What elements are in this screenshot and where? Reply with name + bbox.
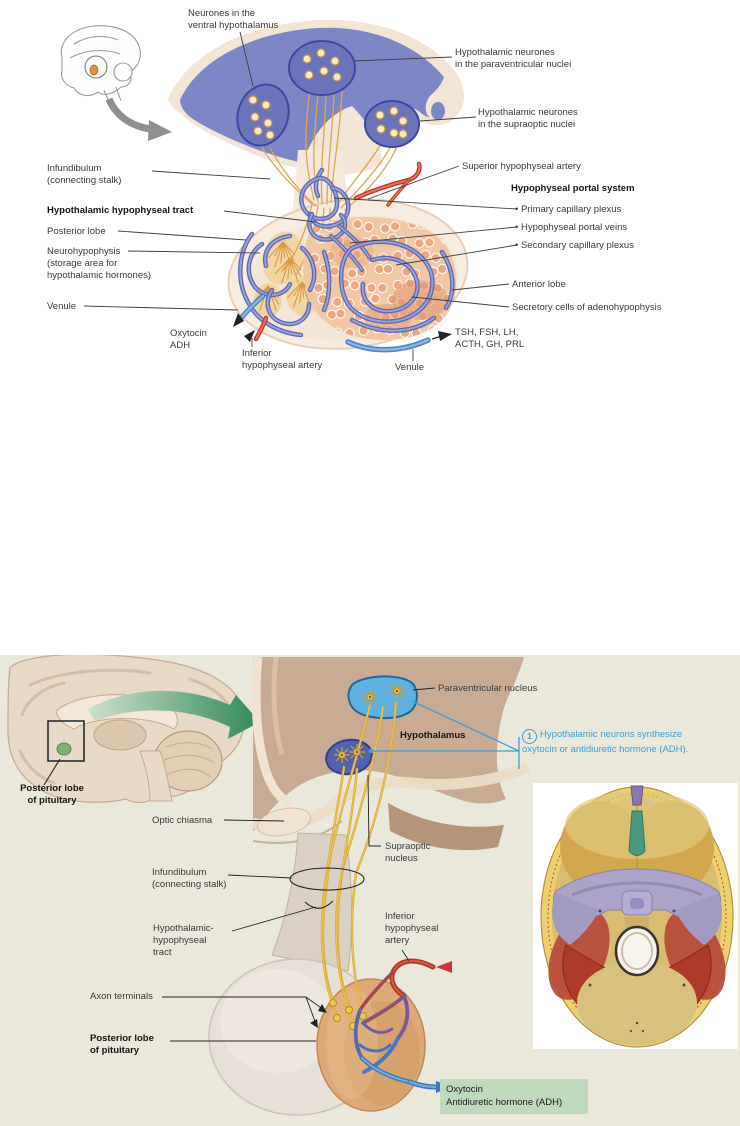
label-infundibulum: Infundibulum (connecting stalk): [47, 163, 122, 187]
callout-lines: [371, 700, 520, 769]
paraventricular-nucleus-art: [347, 675, 418, 719]
label-supraoptic-nucleus: Supraoptic nucleus: [385, 841, 431, 865]
label-paraventricular-nucleus: Paraventricular nucleus: [438, 683, 538, 694]
bottom-figure-panel: Posterior lobe of pituitary Optic chiasm…: [0, 655, 740, 1126]
skull-base-illustration: [533, 783, 738, 1049]
label-hypophyseal-portal-system: Hypophyseal portal system: [511, 183, 635, 194]
hypothalamus-tissue: [251, 656, 531, 851]
leader-lines-bottom: [162, 687, 436, 1042]
neuron-cell-bodies: [334, 683, 405, 763]
step-number-badge: 1: [522, 729, 537, 744]
label-venule-right: Venule: [395, 362, 425, 373]
inset-arrow-icon: [105, 97, 172, 141]
artery-in-arrow-icon: [436, 961, 452, 973]
label-supraoptic-nuclei: Hypothalamic neurones in the supraoptic …: [478, 107, 578, 131]
axon-terminals-art: [329, 999, 367, 1030]
label-secondary-capillary-plexus: • Secondary capillary plexus: [515, 240, 634, 251]
label-venule-left: Venule: [47, 301, 77, 312]
posterior-lobe-vessels: [353, 958, 439, 1090]
neuron-clusters: [236, 40, 420, 148]
label-paraventricular-nuclei: Hypothalamic neurones in the paraventric…: [455, 47, 572, 71]
label-posterior-lobe: Posterior lobe: [47, 226, 106, 237]
label-inferior-hypophyseal-artery-bottom: Inferior hypophyseal artery: [385, 911, 439, 947]
label-oxytocin-adh: Oxytocin ADH: [170, 328, 207, 352]
label-axon-terminals: Axon terminals: [90, 991, 153, 1002]
step-text: Hypothalamic neurons synthesize oxytocin…: [522, 729, 689, 755]
label-infundibulum-bottom: Infundibulum (connecting stalk): [152, 867, 227, 891]
label-hypophyseal-portal-veins: • Hypophyseal portal veins: [515, 222, 628, 233]
hormone-output-box: Oxytocin Antidiuretic hormone (ADH): [440, 1079, 588, 1114]
label-hypothalamic-hypophyseal-tract-bottom: Hypothalamic- hypophyseal tract: [153, 923, 214, 959]
axons: [320, 701, 398, 1026]
vessels: [238, 161, 455, 353]
top-figure-art: [60, 19, 518, 361]
label-neurohypophysis: Neurohypophysis (storage area for hypoth…: [47, 246, 152, 282]
label-anterior-hormones: TSH, FSH, LH, ACTH, GH, PRL: [455, 327, 525, 351]
label-inferior-hypophyseal-artery: Inferior hypophyseal artery: [242, 348, 323, 372]
label-hypothalamus: Hypothalamus: [400, 730, 466, 741]
tract-brace: [304, 900, 334, 909]
flow-arrows: [233, 313, 452, 342]
label-hypothalamic-hypophyseal-tract: Hypothalamic hypophyseal tract: [47, 205, 194, 216]
axon-leader-arrowheads: [310, 1004, 327, 1028]
label-optic-chiasma: Optic chiasma: [152, 815, 213, 826]
stalk-ring: [289, 867, 365, 891]
brain-inset-icon: [60, 25, 141, 105]
leader-lines: [83, 31, 518, 361]
brain-inset-sagittal: [7, 655, 245, 804]
bottom-figure-art: [7, 655, 738, 1116]
label-secretory-cells: Secretory cells of adenohypophysis: [512, 302, 662, 313]
label-inset-posterior-lobe: Posterior lobe of pituitary: [20, 783, 84, 807]
green-arrow-icon: [88, 690, 260, 739]
label-superior-hypophyseal-artery: Superior hypophyseal artery: [462, 161, 581, 172]
infundibulum-stalk: [271, 832, 353, 972]
label-anterior-lobe: Anterior lobe: [512, 279, 566, 290]
label-posterior-lobe-bottom: Posterior lobe of pituitary: [90, 1033, 154, 1057]
label-primary-capillary-plexus: • Primary capillary plexus: [515, 204, 622, 215]
label-neurones-ventral: Neurones in the ventral hypothalamus: [188, 8, 279, 32]
